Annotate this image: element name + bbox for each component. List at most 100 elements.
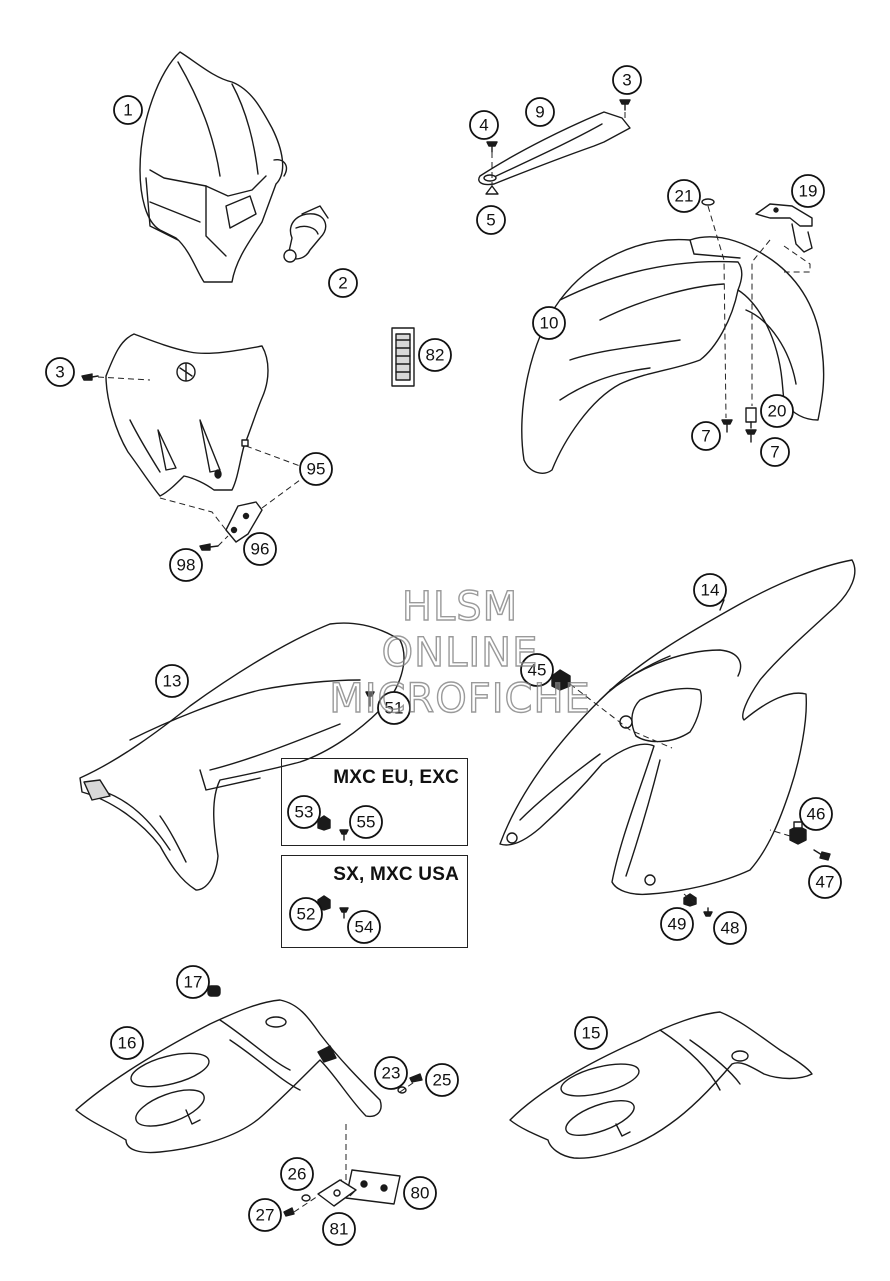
variant-box-eu: MXC EU, EXC — [281, 758, 468, 846]
callout-3-left: 3 — [45, 357, 75, 387]
svg-text:16: 16 — [118, 1034, 137, 1053]
svg-text:46: 46 — [807, 805, 826, 824]
callout-96: 96 — [243, 532, 277, 566]
screw-3-top — [619, 99, 631, 111]
svg-text:96: 96 — [251, 540, 270, 559]
callout-46: 46 — [799, 797, 833, 831]
svg-text:49: 49 — [668, 915, 687, 934]
callout-5: 5 — [476, 205, 506, 235]
reflector — [391, 327, 415, 387]
callout-82: 82 — [418, 338, 452, 372]
svg-text:19: 19 — [799, 182, 818, 201]
svg-text:51: 51 — [385, 699, 404, 718]
svg-text:2: 2 — [338, 274, 347, 293]
callout-21: 21 — [667, 179, 701, 213]
callout-53: 53 — [287, 795, 321, 829]
screw-54 — [339, 907, 349, 919]
callout-55: 55 — [349, 805, 383, 839]
plate-81 — [317, 1179, 357, 1207]
screw-3-left — [81, 373, 99, 381]
callout-13: 13 — [155, 664, 189, 698]
callout-10: 10 — [532, 306, 566, 340]
svg-text:7: 7 — [770, 443, 779, 462]
screw-48 — [703, 907, 713, 917]
headlight-bracket — [283, 205, 329, 263]
callout-54: 54 — [347, 910, 381, 944]
fender-bracket — [755, 203, 813, 253]
callout-81: 81 — [322, 1212, 356, 1246]
svg-text:7: 7 — [701, 427, 710, 446]
callout-80: 80 — [403, 1176, 437, 1210]
mudguard-strip — [478, 111, 631, 186]
variant-title-usa: SX, MXC USA — [333, 864, 459, 885]
svg-text:14: 14 — [701, 581, 720, 600]
svg-text:1: 1 — [123, 101, 132, 120]
callout-95: 95 — [299, 452, 333, 486]
svg-text:21: 21 — [675, 187, 694, 206]
svg-text:53: 53 — [295, 803, 314, 822]
headlight-mask — [139, 51, 288, 283]
callout-48: 48 — [713, 911, 747, 945]
svg-text:45: 45 — [528, 661, 547, 680]
screw-98 — [199, 543, 219, 551]
svg-text:9: 9 — [535, 103, 544, 122]
callout-19: 19 — [791, 174, 825, 208]
callout-1: 1 — [113, 95, 143, 125]
callout-20: 20 — [760, 394, 794, 428]
screw-27 — [283, 1207, 295, 1217]
callout-45: 45 — [520, 653, 554, 687]
svg-text:15: 15 — [582, 1024, 601, 1043]
screw-7-right — [745, 429, 757, 443]
callout-15: 15 — [574, 1016, 608, 1050]
svg-text:95: 95 — [307, 460, 326, 479]
svg-text:26: 26 — [288, 1165, 307, 1184]
washer-21 — [701, 198, 715, 206]
svg-text:4: 4 — [479, 116, 488, 135]
screw-51 — [365, 691, 375, 707]
callout-4: 4 — [469, 110, 499, 140]
callout-49: 49 — [660, 907, 694, 941]
number-plate — [105, 333, 269, 497]
plate-80 — [345, 1169, 401, 1205]
svg-text:54: 54 — [355, 918, 374, 937]
callout-2: 2 — [328, 268, 358, 298]
grommet-46 — [789, 821, 807, 845]
screw-55 — [339, 829, 349, 841]
svg-text:20: 20 — [768, 402, 787, 421]
svg-text:55: 55 — [357, 813, 376, 832]
assembly-lines — [97, 112, 811, 1213]
svg-text:25: 25 — [433, 1071, 452, 1090]
svg-text:17: 17 — [184, 973, 203, 992]
svg-text:3: 3 — [622, 71, 631, 90]
nut-53 — [317, 815, 331, 831]
rear-fender — [79, 622, 405, 891]
svg-text:3: 3 — [55, 363, 64, 382]
rear-fender-side-panel — [499, 559, 856, 896]
callout-7-right: 7 — [760, 437, 790, 467]
nut-45 — [551, 669, 571, 691]
svg-text:82: 82 — [426, 346, 445, 365]
callout-51: 51 — [377, 691, 411, 725]
washer-5 — [485, 185, 499, 195]
front-fender-decal-15 — [509, 1011, 813, 1159]
svg-text:23: 23 — [382, 1064, 401, 1083]
number-plate-bracket — [225, 501, 263, 543]
callout-25: 25 — [425, 1063, 459, 1097]
callout-47: 47 — [808, 865, 842, 899]
callout-16: 16 — [110, 1026, 144, 1060]
svg-text:98: 98 — [177, 556, 196, 575]
callout-23: 23 — [374, 1056, 408, 1090]
variant-title-eu: MXC EU, EXC — [333, 767, 459, 788]
svg-text:13: 13 — [163, 672, 182, 691]
screw-4 — [486, 141, 498, 153]
svg-text:48: 48 — [721, 919, 740, 938]
callout-14: 14 — [693, 573, 727, 607]
svg-text:27: 27 — [256, 1206, 275, 1225]
screw-25 — [409, 1073, 423, 1083]
callout-27: 27 — [248, 1198, 282, 1232]
front-fender-decal-16 — [75, 999, 382, 1154]
callout-98: 98 — [169, 548, 203, 582]
svg-text:5: 5 — [486, 211, 495, 230]
variant-box-usa: SX, MXC USA — [281, 855, 468, 948]
